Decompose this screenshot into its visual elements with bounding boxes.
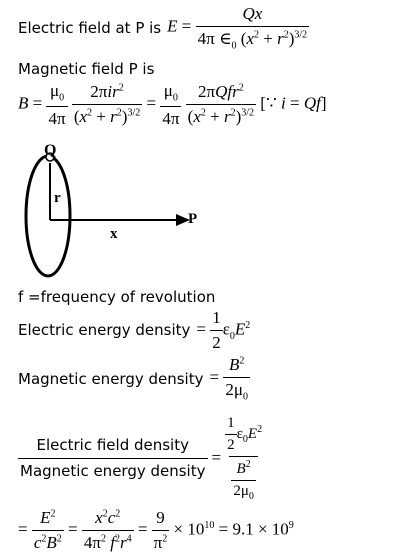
result-base: 10 <box>271 518 289 538</box>
ratio-denominator-label: Magnetic energy density <box>18 458 208 480</box>
magnetic-energy-density-label: Magnetic energy density <box>18 370 204 388</box>
charge-label: Q <box>44 142 57 159</box>
result-exponent: 9 <box>288 519 294 531</box>
power-ten-a: 10 <box>187 518 205 538</box>
point-label: P <box>188 211 198 227</box>
result-mantissa: 9.1 <box>232 518 254 538</box>
current-ring <box>24 154 72 278</box>
radius-label: r <box>54 190 61 206</box>
ring-axis-diagram <box>24 152 190 278</box>
electric-field-equation: Electric field at P is E = Qx 4π ∈0 (x2 … <box>18 2 310 54</box>
ratio-numerator-label: Electric field density <box>36 436 189 454</box>
electric-energy-density-label: Electric energy density <box>18 321 191 339</box>
energy-density-ratio: Electric field density Magnetic energy d… <box>18 414 263 502</box>
electric-field-fraction: Qx 4π ∈0 (x2 + r2)3/2 <box>195 4 310 52</box>
electric-field-label: Electric field at P is <box>18 19 162 37</box>
axis-arrowhead <box>176 214 190 226</box>
charge-marker <box>45 152 55 162</box>
magnetic-field-label: Magnetic field P is <box>18 60 155 78</box>
ratio-label-fraction: Electric field density Magnetic energy d… <box>18 436 208 480</box>
distance-label: x <box>110 226 118 242</box>
electric-field-formula: E = Qx 4π ∈0 (x2 + r2)3/2 <box>167 4 310 52</box>
frequency-definition: f =frequency of revolution <box>18 288 216 306</box>
